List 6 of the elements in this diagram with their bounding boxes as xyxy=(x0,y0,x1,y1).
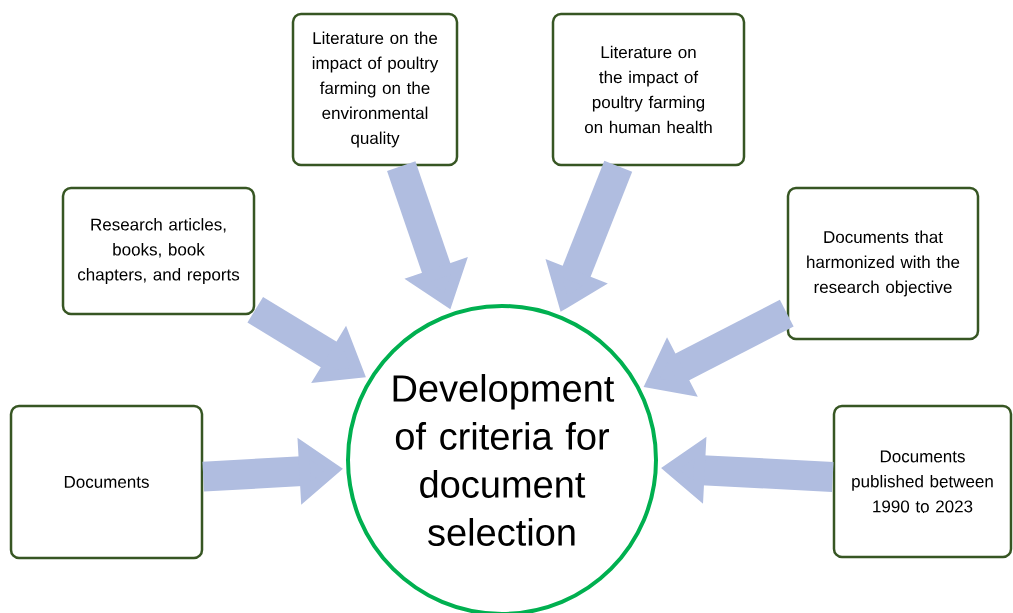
text-box: Research articles, books, book chapters, and reports xyxy=(61,186,256,316)
text-box: Documents that harmonized with the research objective xyxy=(786,186,980,341)
text-box: Literature on the impact of poultry farming on the environmental quality xyxy=(291,12,459,167)
text-box: Documents xyxy=(9,404,204,560)
text-box: Documents published between 1990 to 2023 xyxy=(832,404,1013,559)
text-box: Literature on the impact of poultry farming on human health xyxy=(551,12,746,167)
